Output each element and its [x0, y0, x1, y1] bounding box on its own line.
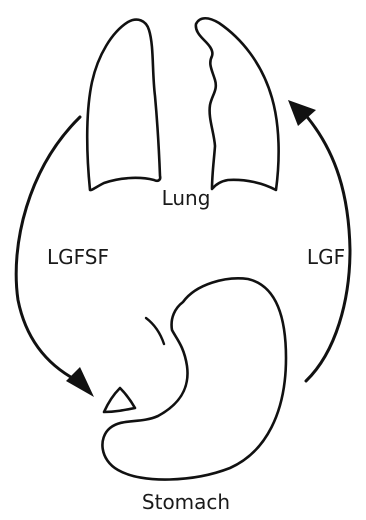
stomach-body	[102, 278, 286, 479]
right-arrow-label: LGF	[307, 245, 345, 269]
esophagus-line	[146, 318, 164, 344]
wedge-shape	[104, 388, 135, 412]
right-arrow	[288, 100, 350, 381]
lung-label: Lung	[162, 186, 211, 210]
stomach-label: Stomach	[142, 490, 230, 514]
left-lung	[87, 20, 160, 191]
stomach-illustration	[102, 278, 286, 479]
left-arrow-head	[66, 367, 94, 397]
left-arrow-label: LGFSF	[47, 245, 109, 269]
lung-illustration	[87, 18, 278, 190]
right-lung	[196, 18, 279, 190]
